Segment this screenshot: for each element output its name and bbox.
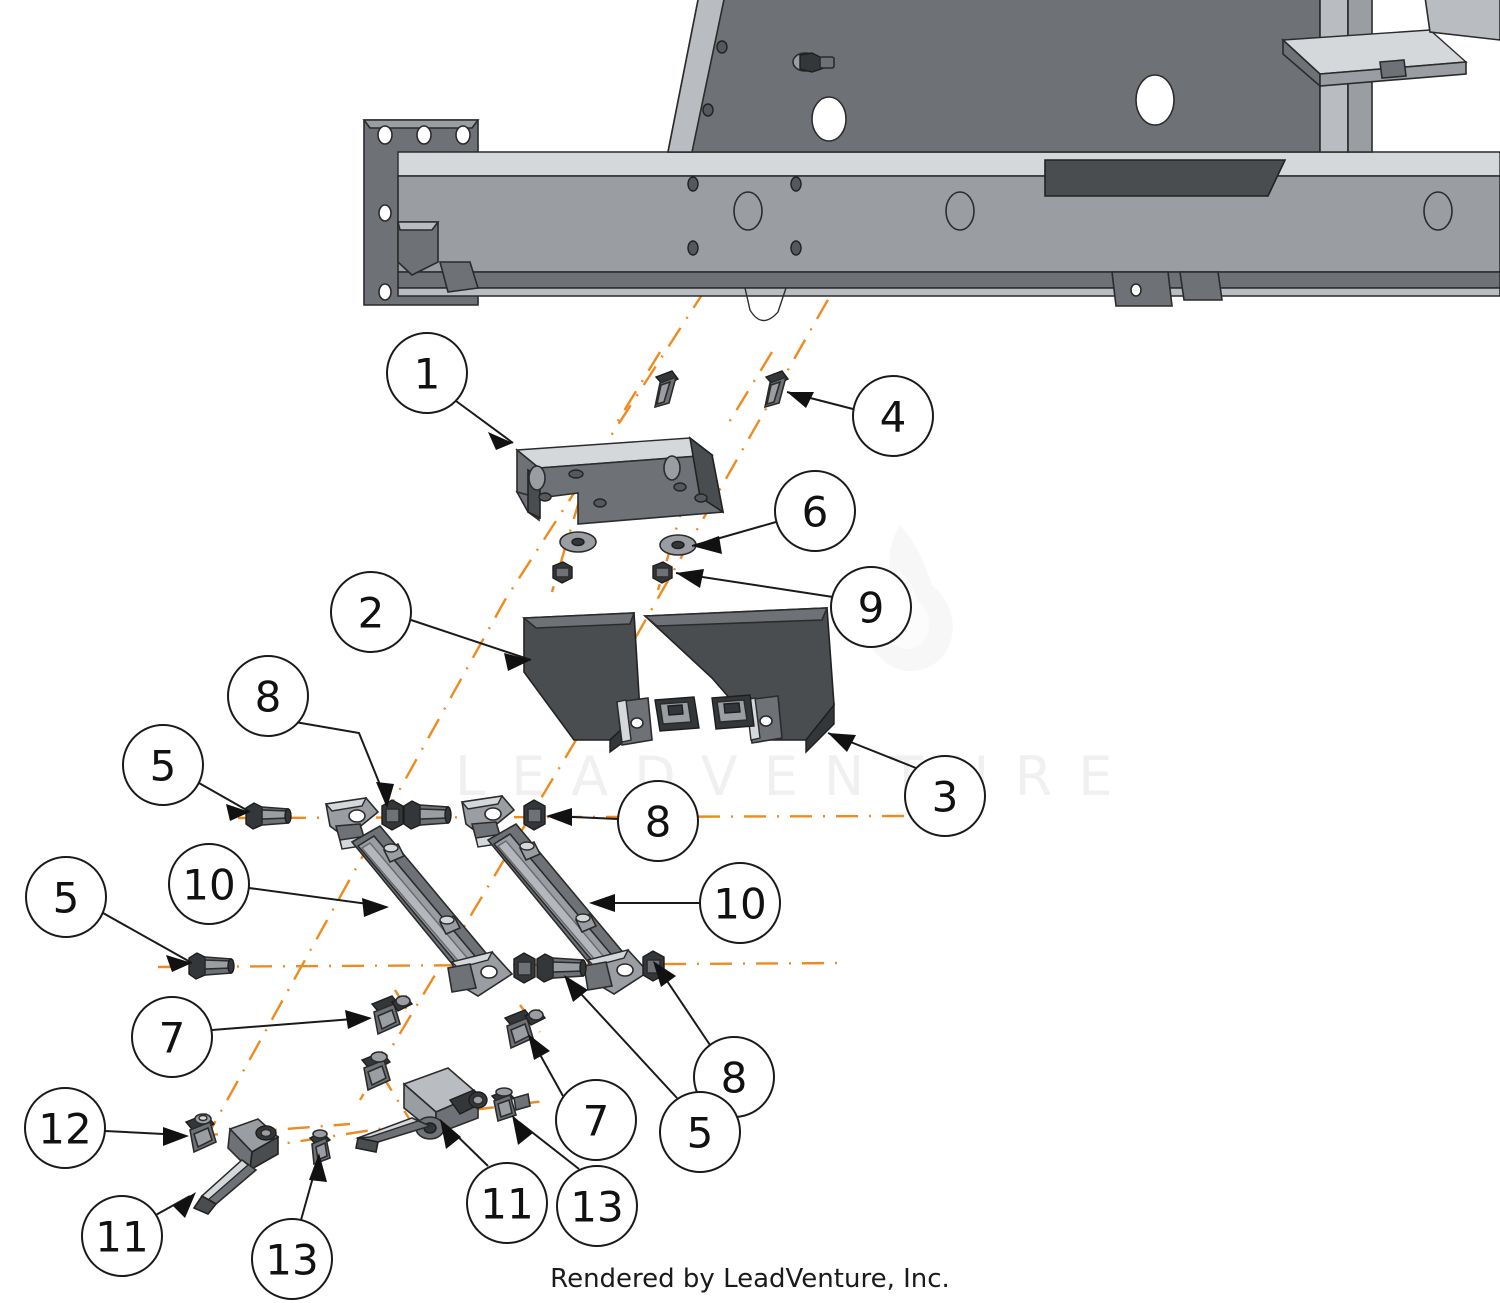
callout-7-b-circle (555, 1079, 637, 1161)
callout-1-label: 1 (414, 350, 441, 399)
callout-6-label: 6 (802, 488, 829, 537)
callout-13-a[interactable]: 13 (251, 1153, 333, 1300)
callout-8-a-label: 8 (255, 673, 282, 722)
callout-11-b[interactable]: 11 (440, 1119, 548, 1244)
centerline (254, 1113, 471, 1150)
callout-5-a[interactable]: 5 (122, 724, 251, 821)
callout-3[interactable]: 3 (827, 732, 986, 837)
callout-5-c-circle (659, 1091, 741, 1173)
callout-3-label: 3 (932, 773, 959, 822)
part-8-lock-nut-a (381, 799, 404, 831)
callout-9-circle (830, 566, 912, 648)
part-10-hydraulic-cylinder-right (460, 795, 650, 995)
callout-8-c-label: 8 (721, 1054, 748, 1103)
callout-4-circle (852, 375, 934, 457)
callout-9-label: 9 (858, 584, 885, 633)
callout-10-b[interactable]: 10 (589, 862, 781, 944)
part-6-flat-washer-right (659, 534, 697, 556)
part-8-lock-nut-c (513, 952, 536, 984)
part-4-hex-flange-bolt-left (653, 370, 680, 409)
callout-10-a-label: 10 (182, 861, 235, 910)
callout-11-a-label: 11 (95, 1213, 148, 1262)
footer-attribution: Rendered by LeadVenture, Inc. (550, 1264, 950, 1294)
callouts-group[interactable]: 1 4 6 9 (24, 332, 986, 1300)
callout-11-a[interactable]: 11 (81, 1192, 196, 1277)
part-10-hydraulic-cylinder-left (324, 797, 514, 997)
callout-11-b-circle (466, 1162, 548, 1244)
callout-5-a-circle (122, 724, 204, 806)
watermark-text: LEADVENTURE (455, 745, 1138, 808)
centerline (726, 351, 774, 425)
callout-4[interactable]: 4 (786, 375, 934, 457)
callout-13-a-label: 13 (265, 1236, 318, 1285)
part-7-elbow-fitting-left (370, 995, 414, 1036)
callout-9[interactable]: 9 (675, 566, 912, 648)
callout-8-b-circle (617, 780, 699, 862)
callout-7-a[interactable]: 7 (131, 996, 372, 1078)
callout-8-b[interactable]: 8 (546, 780, 699, 862)
callout-10-b-label: 10 (713, 880, 766, 929)
callout-11-b-label: 11 (480, 1180, 533, 1229)
callout-4-label: 4 (880, 393, 907, 442)
callout-12[interactable]: 12 (24, 1087, 189, 1169)
callout-5-b-label: 5 (53, 874, 80, 923)
callout-2[interactable]: 2 (330, 571, 532, 671)
centerline (471, 1099, 546, 1112)
part-8-lock-nut-b (523, 799, 546, 831)
callout-6[interactable]: 6 (691, 470, 856, 554)
callout-7-b[interactable]: 7 (528, 1034, 637, 1161)
callout-2-circle (330, 571, 412, 653)
part-4-hex-flange-bolt-right (763, 370, 790, 409)
callout-13-b[interactable]: 13 (512, 1115, 638, 1247)
centerline (614, 351, 662, 425)
machine-frame-assembly (362, 0, 1500, 322)
callout-8-b-label: 8 (645, 798, 672, 847)
part-6-flat-washer-left (559, 531, 597, 553)
callout-10-a[interactable]: 10 (168, 843, 389, 925)
callout-3-circle (904, 755, 986, 837)
callout-7-a-circle (131, 996, 213, 1078)
callout-5-c[interactable]: 5 (564, 975, 741, 1173)
callout-12-circle (24, 1087, 106, 1169)
part-5-clevis-bolt-upper-mid (403, 800, 452, 830)
callout-1[interactable]: 1 (386, 332, 514, 450)
part-5-clevis-bolt-lower-left (188, 952, 235, 980)
callout-5-b[interactable]: 5 (25, 856, 193, 972)
part-11-valve-lever-assembly-right (355, 1051, 488, 1153)
part-5-clevis-bolt-upper-left (245, 802, 292, 830)
part-12-elbow-fitting-small (184, 1113, 217, 1154)
callout-5-b-circle (25, 856, 107, 938)
part-3-right-guard-panel (642, 607, 835, 754)
callout-8-a[interactable]: 8 (227, 655, 394, 808)
callout-5-c-label: 5 (687, 1109, 714, 1158)
callout-12-label: 12 (38, 1105, 91, 1154)
part-13-straight-fitting-right (490, 1087, 531, 1123)
part-5-clevis-bolt-lower-mid (536, 953, 587, 983)
callout-1-circle (386, 332, 468, 414)
part-9-hex-nut-left (552, 561, 573, 584)
callout-10-a-circle (168, 843, 250, 925)
callout-13-b-circle (556, 1165, 638, 1247)
callout-2-label: 2 (358, 589, 385, 638)
callout-11-a-circle (81, 1195, 163, 1277)
callout-6-circle (774, 470, 856, 552)
part-1-mounting-bracket (515, 436, 725, 525)
part-7-elbow-fitting-right (503, 1009, 547, 1050)
callout-5-a-label: 5 (150, 742, 177, 791)
callout-7-a-label: 7 (159, 1014, 186, 1063)
callout-7-b-label: 7 (583, 1097, 610, 1146)
callout-8-a-circle (227, 655, 309, 737)
part-9-hex-nut-right (652, 561, 673, 584)
callout-10-b-circle (699, 862, 781, 944)
part-2-left-guard-panel (521, 612, 700, 754)
callout-13-b-label: 13 (570, 1183, 623, 1232)
part-11-valve-lever-assembly-left (192, 1118, 280, 1215)
callout-13-a-circle (251, 1218, 333, 1300)
